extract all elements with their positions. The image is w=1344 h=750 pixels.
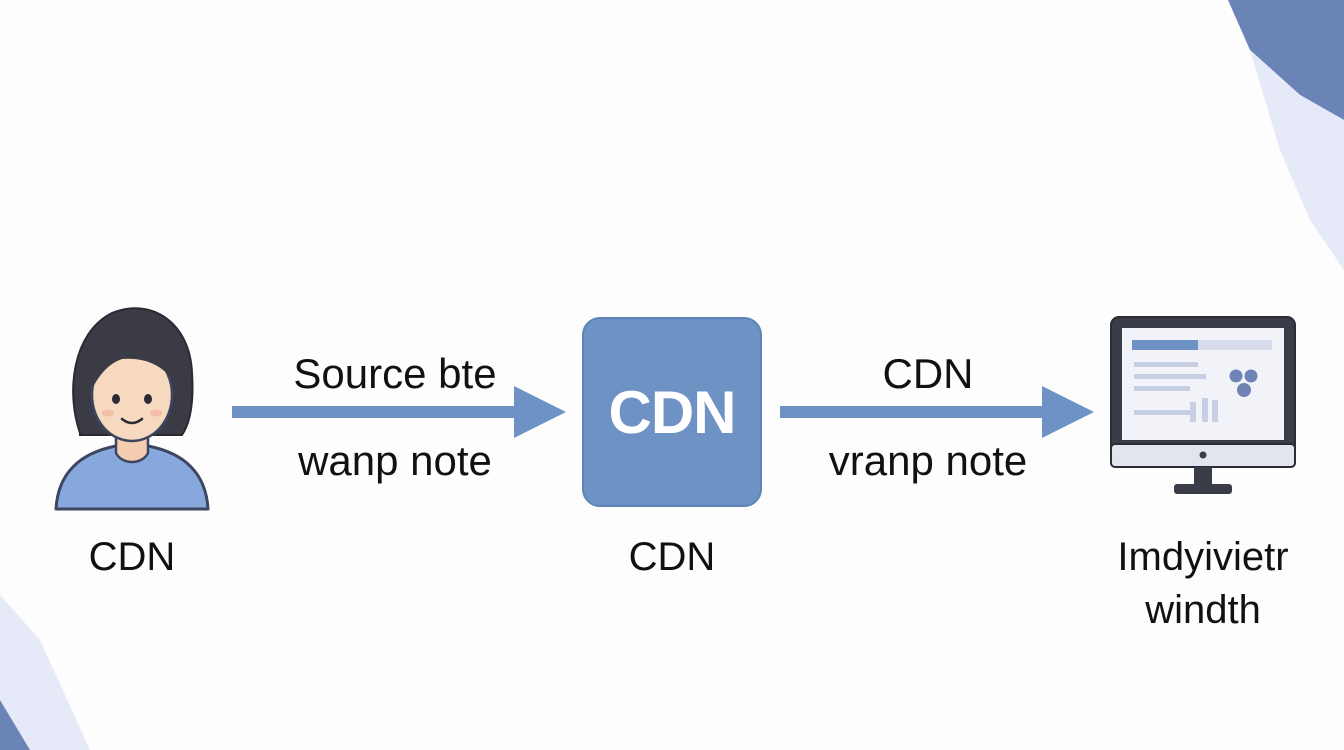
cdn-node-box: CDN [582, 317, 762, 507]
monitor-label-line2: windth [1145, 588, 1261, 632]
arrow-left-top-label: Source bte [293, 350, 497, 397]
arrow-left-bottom-label: wanp note [298, 437, 492, 484]
arrow-left-to-cdn [232, 386, 566, 438]
cdn-node-label: CDN [628, 535, 716, 579]
arrow-right-top-label: CDN [882, 350, 974, 397]
desktop-monitor-icon [1110, 316, 1296, 494]
arrow-right-bottom-label: vranp note [828, 437, 1028, 484]
user-label: CDN [88, 535, 176, 579]
cdn-box-text: CDN [608, 378, 737, 446]
person-avatar-icon [54, 307, 210, 511]
arrow-cdn-to-monitor [780, 386, 1094, 438]
monitor-label-line1: Imdyivietr [1117, 535, 1289, 579]
